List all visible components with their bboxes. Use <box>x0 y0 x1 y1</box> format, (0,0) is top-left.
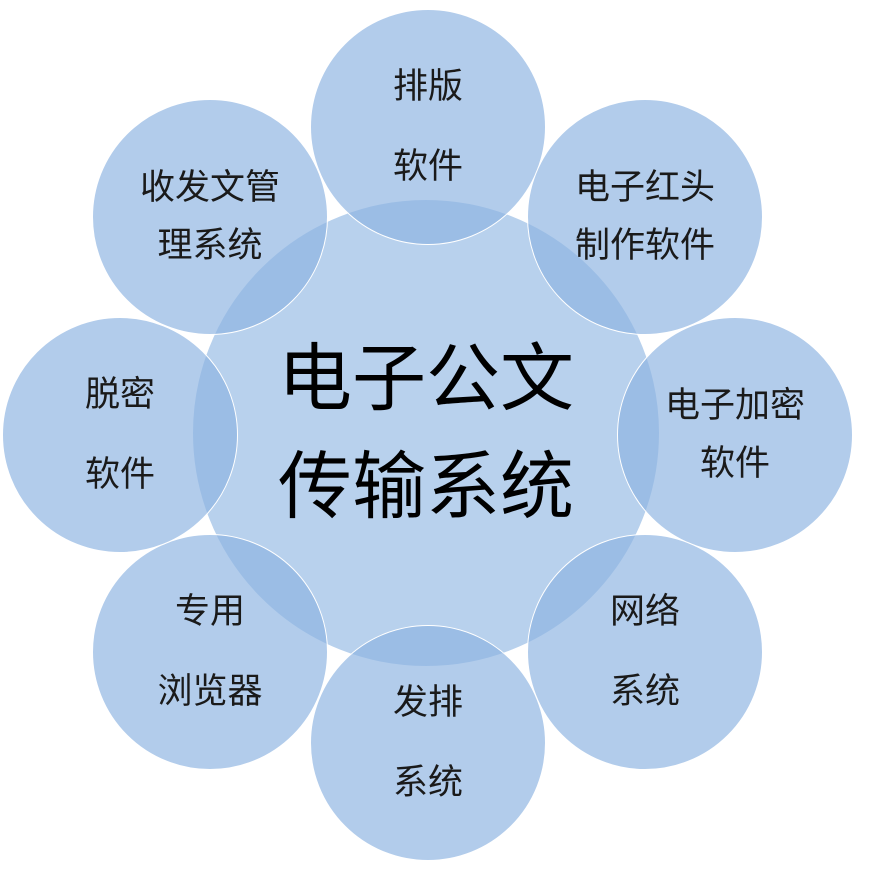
node-label-line-1: 排版 <box>392 67 463 107</box>
node-circle-top-left: 收发文管 理系统 <box>92 99 328 335</box>
node-label-line-1: 收发文管 <box>139 168 280 208</box>
center-label-line-1: 电子公文 <box>278 336 574 422</box>
node-circle-bottom-right: 网络 系统 <box>527 534 763 770</box>
node-label-line-1: 电子加密 <box>664 386 805 426</box>
node-label-line-2: 系统 <box>609 672 680 712</box>
node-label-line-2: 软件 <box>392 147 463 187</box>
node-circle-bottom-left: 专用 浏览器 <box>92 534 328 770</box>
node-circle-left: 脱密 软件 <box>2 317 238 553</box>
node-label-line-1: 网络 <box>609 592 680 632</box>
node-label-line-1: 电子红头 <box>574 168 715 208</box>
node-label-line-2: 软件 <box>699 444 770 484</box>
node-circle-right: 电子加密 软件 <box>617 317 853 553</box>
node-label-line-1: 脱密 <box>84 375 155 415</box>
node-label-line-1: 发排 <box>392 683 463 723</box>
node-label-line-2: 理系统 <box>157 226 263 266</box>
node-label-line-1: 专用 <box>174 592 245 632</box>
node-label-line-2: 制作软件 <box>574 226 715 266</box>
node-circle-top-right: 电子红头 制作软件 <box>527 99 763 335</box>
node-label-line-2: 系统 <box>392 763 463 803</box>
node-label-line-2: 软件 <box>84 455 155 495</box>
node-label-line-2: 浏览器 <box>157 672 263 712</box>
node-circle-bottom: 发排 系统 <box>310 625 546 861</box>
center-label-line-2: 传输系统 <box>278 444 574 530</box>
node-circle-top: 排版 软件 <box>310 9 546 245</box>
